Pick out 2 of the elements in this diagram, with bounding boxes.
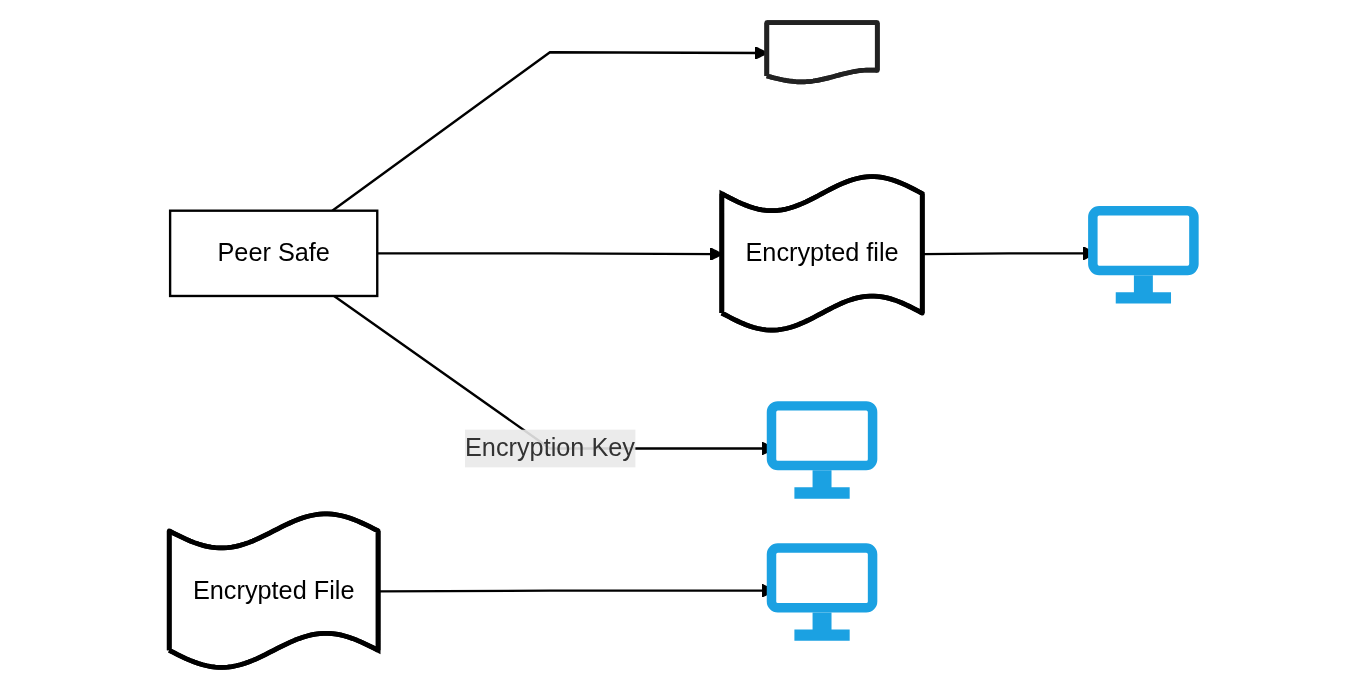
node-box: Peer Safe bbox=[168, 209, 379, 298]
edge-label: Encryption Key bbox=[464, 434, 635, 462]
